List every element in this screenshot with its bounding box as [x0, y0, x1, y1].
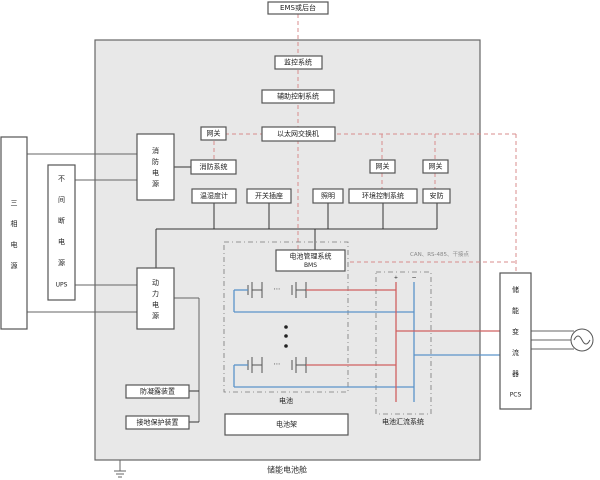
svg-text:接地保护装置: 接地保护装置	[137, 418, 179, 427]
pcs-box[interactable]: 储 能 变 流 器 PCS	[499, 272, 532, 410]
svg-text:电: 电	[11, 240, 18, 249]
power-wiring	[27, 153, 438, 423]
motive-power-box[interactable]: 动 力 电 源	[136, 267, 175, 330]
svg-text:BMS: BMS	[304, 262, 317, 269]
svg-text:源: 源	[11, 261, 18, 270]
svg-text:动: 动	[152, 278, 159, 287]
fire-power-box[interactable]: 消 防 电 源	[136, 133, 175, 201]
svg-text:断: 断	[58, 216, 65, 225]
svg-text:源: 源	[152, 179, 159, 188]
gateway-fire-box[interactable]: 网关	[200, 126, 227, 141]
svg-text:PCS: PCS	[510, 392, 522, 399]
svg-text:源: 源	[152, 311, 159, 320]
svg-text:间: 间	[58, 196, 65, 204]
grounding-protection-box[interactable]: 接地保护装置	[125, 415, 190, 430]
svg-text:三: 三	[11, 199, 18, 207]
svg-text:温湿度计: 温湿度计	[200, 191, 228, 200]
switch-socket-box[interactable]: 开关插座	[246, 188, 292, 204]
battery-rack-box[interactable]: 电池架	[224, 413, 349, 436]
svg-text:EMS或后台: EMS或后台	[280, 3, 316, 12]
svg-text:安防: 安防	[430, 191, 444, 200]
minus-sign: −	[411, 275, 416, 282]
svg-text:防: 防	[152, 157, 159, 166]
svg-text:照明: 照明	[321, 192, 335, 200]
battery-dots: ⋯	[274, 285, 281, 293]
anti-condensation-box[interactable]: 防凝露装置	[125, 384, 190, 399]
battery-string-n: ⋯	[233, 357, 414, 388]
svg-text:源: 源	[58, 258, 65, 267]
svg-text:UPS: UPS	[56, 282, 68, 289]
combiner-area	[375, 271, 432, 415]
cabin-title: 储能电池舱	[267, 465, 307, 475]
fire-system-box[interactable]: 消防系统	[190, 159, 237, 175]
combiner-caption: 电池汇流系统	[382, 417, 424, 426]
ethernet-switch-box[interactable]: 以太网交换机	[261, 126, 336, 142]
combiner-buses: + −	[394, 275, 500, 402]
svg-text:网关: 网关	[207, 129, 221, 138]
battery-string-1: ⋯	[233, 282, 414, 313]
svg-text:能: 能	[512, 306, 519, 315]
svg-text:网关: 网关	[429, 162, 443, 171]
ac-output	[531, 328, 594, 352]
temp-humidity-box[interactable]: 温湿度计	[191, 188, 237, 204]
battery-caption: 电池	[279, 396, 293, 405]
svg-text:电: 电	[58, 237, 65, 246]
svg-text:以太网交换机: 以太网交换机	[277, 129, 319, 138]
gateway-env-box[interactable]: 网关	[369, 159, 396, 174]
svg-text:变: 变	[512, 327, 519, 336]
svg-text:力: 力	[152, 289, 159, 298]
ellipsis-vertical-icon	[284, 325, 288, 348]
svg-text:监控系统: 监控系统	[284, 58, 312, 67]
comm-links	[213, 14, 517, 273]
security-box[interactable]: 安防	[422, 188, 451, 204]
svg-text:网关: 网关	[376, 162, 390, 171]
svg-text:器: 器	[512, 370, 519, 378]
svg-text:辅助控制系统: 辅助控制系统	[277, 92, 319, 101]
svg-text:电: 电	[152, 300, 159, 309]
svg-text:不: 不	[58, 175, 65, 183]
aux-control-box[interactable]: 辅助控制系统	[261, 89, 335, 104]
svg-text:防凝露装置: 防凝露装置	[140, 387, 175, 396]
plus-sign: +	[394, 275, 398, 281]
battery-dots: ⋯	[274, 360, 281, 368]
comm-protocol-note: CAN、RS-485、干接点	[410, 250, 470, 258]
svg-text:储: 储	[512, 285, 519, 294]
ems-backend-box[interactable]: EMS或后台	[267, 1, 329, 15]
gateway-security-box[interactable]: 网关	[422, 159, 449, 174]
ups-box[interactable]: 不 间 断 电 源 UPS	[47, 164, 76, 301]
svg-text:消防系统: 消防系统	[200, 162, 228, 171]
svg-text:电池架: 电池架	[276, 420, 297, 429]
lighting-box[interactable]: 照明	[312, 188, 344, 204]
svg-text:流: 流	[512, 348, 519, 357]
bms-box[interactable]: 电池管理系统 BMS	[275, 249, 346, 272]
monitor-system-box[interactable]: 监控系统	[274, 55, 323, 70]
svg-text:电: 电	[152, 168, 159, 177]
svg-text:开关插座: 开关插座	[255, 191, 283, 200]
battery-area	[223, 241, 349, 393]
svg-text:消: 消	[152, 146, 159, 155]
svg-text:环境控制系统: 环境控制系统	[362, 191, 404, 200]
ground-icon	[114, 460, 126, 478]
svg-text:电池管理系统: 电池管理系统	[290, 252, 332, 261]
ac-sine-icon	[570, 328, 594, 352]
three-phase-power-box[interactable]: 三 相 电 源	[0, 136, 28, 330]
env-control-box[interactable]: 环境控制系统	[348, 188, 418, 204]
svg-text:相: 相	[11, 219, 18, 228]
